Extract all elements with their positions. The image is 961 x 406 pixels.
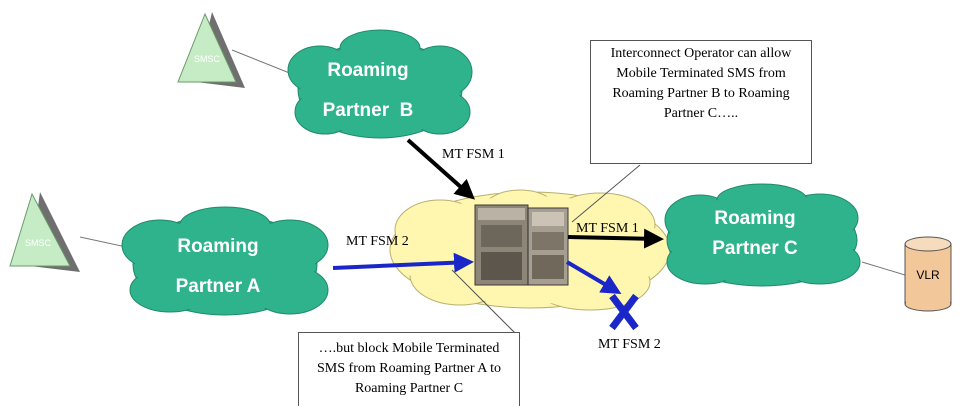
callout-top-line3: Roaming Partner B to Roaming	[612, 86, 790, 101]
callout-bottom: ….but block Mobile Terminated SMS from R…	[298, 332, 520, 406]
blocked-x-icon	[609, 293, 639, 331]
smsc-left-label: SMSC	[25, 238, 52, 248]
callout-top-line1: Interconnect Operator can allow	[610, 46, 792, 61]
label-mt-fsm2-a: MT FSM 2	[346, 234, 409, 249]
vlr-c-link	[861, 261, 906, 276]
smsc-left-icon	[9, 192, 80, 272]
vlr-label: VLR	[916, 268, 940, 282]
interconnect-server-icon	[474, 204, 569, 286]
partner-b-line2: Partner B	[323, 100, 414, 121]
arrow-interconnect-blocked	[565, 260, 622, 295]
callout-bottom-line3: Roaming Partner C	[354, 381, 464, 396]
arrow-interconnect-to-c	[567, 228, 664, 249]
callout-bottom-pointer	[451, 269, 521, 339]
arrow-a-to-interconnect	[332, 252, 474, 273]
smsc-top-label: SMSC	[194, 54, 221, 64]
callout-bottom-line1: ….but block Mobile Terminated	[318, 341, 500, 356]
vlr-database-icon	[904, 236, 952, 312]
arrow-b-to-interconnect	[406, 138, 475, 200]
callout-top: Interconnect Operator can allow Mobile T…	[590, 40, 812, 164]
callout-top-pointer	[571, 164, 641, 223]
partner-c-line1: Roaming	[714, 208, 795, 229]
label-mt-fsm2-blocked: MT FSM 2	[598, 337, 661, 352]
smsc-top-icon	[177, 12, 245, 88]
label-mt-fsm1-c: MT FSM 1	[576, 221, 639, 236]
label-mt-fsm1-b: MT FSM 1	[442, 147, 505, 162]
callout-bottom-line2: SMS from Roaming Partner A to	[317, 361, 501, 376]
callout-top-line2: Mobile Terminated SMS from	[616, 66, 786, 81]
partner-a-line2: Partner A	[176, 276, 261, 297]
partner-c-line2: Partner C	[712, 238, 798, 259]
callout-top-line4: Partner C…..	[663, 106, 739, 121]
partner-b-line1: Roaming	[327, 60, 408, 81]
partner-a-line1: Roaming	[177, 236, 258, 257]
